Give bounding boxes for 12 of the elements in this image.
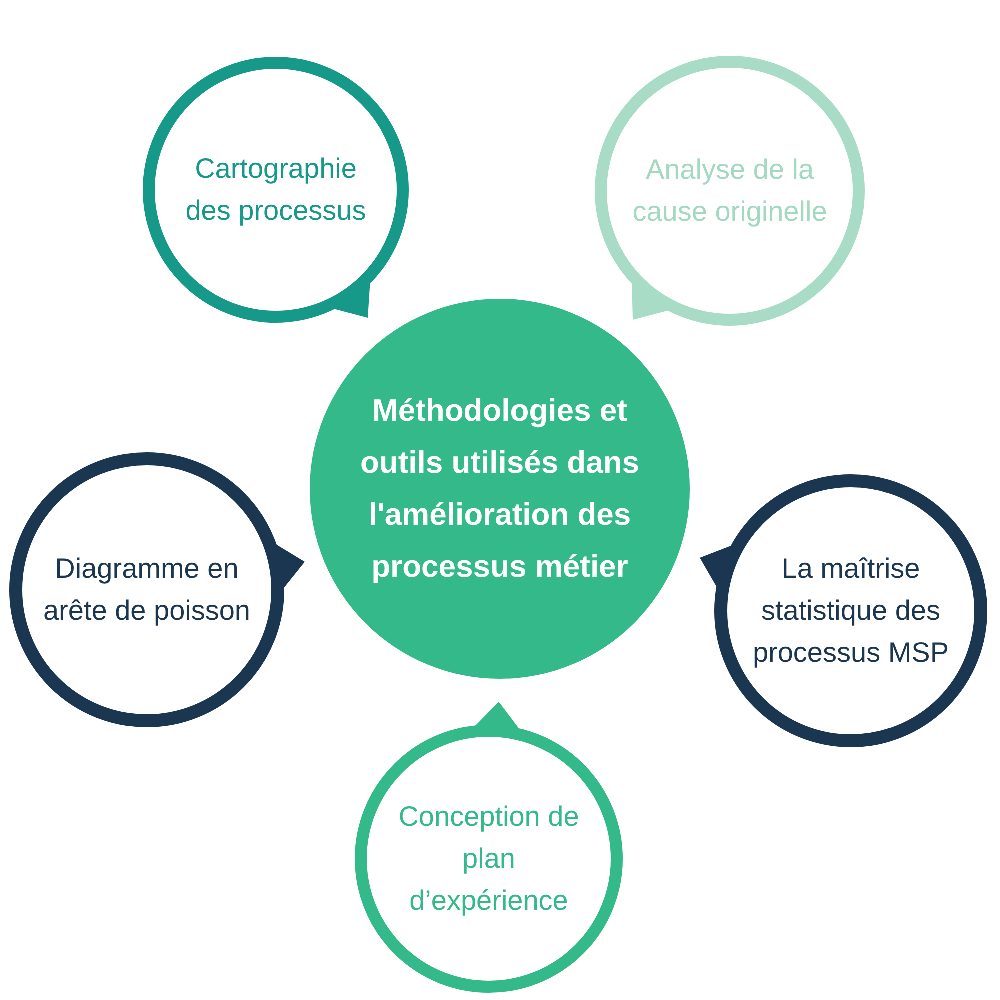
bubble-text: Cartographie des processus	[184, 152, 368, 228]
speech-bubble	[595, 56, 865, 326]
bubble-text: Diagramme en arête de poisson	[42, 552, 252, 628]
topic-circle	[310, 299, 690, 679]
speech-bubble	[9, 452, 305, 728]
topic-title: Méthodologies et outils utilisés dans l'amélioration des processus métier	[359, 392, 641, 586]
speech-bubble	[355, 702, 623, 993]
bubble-text: Analyse de la cause originelle	[632, 153, 828, 229]
speech-bubble	[700, 474, 988, 748]
bubble-text: Conception de plan d’expérience	[398, 800, 580, 918]
speech-bubble	[143, 57, 409, 323]
bubble-text: La maîtrise statistique des processus MSP	[752, 552, 950, 670]
